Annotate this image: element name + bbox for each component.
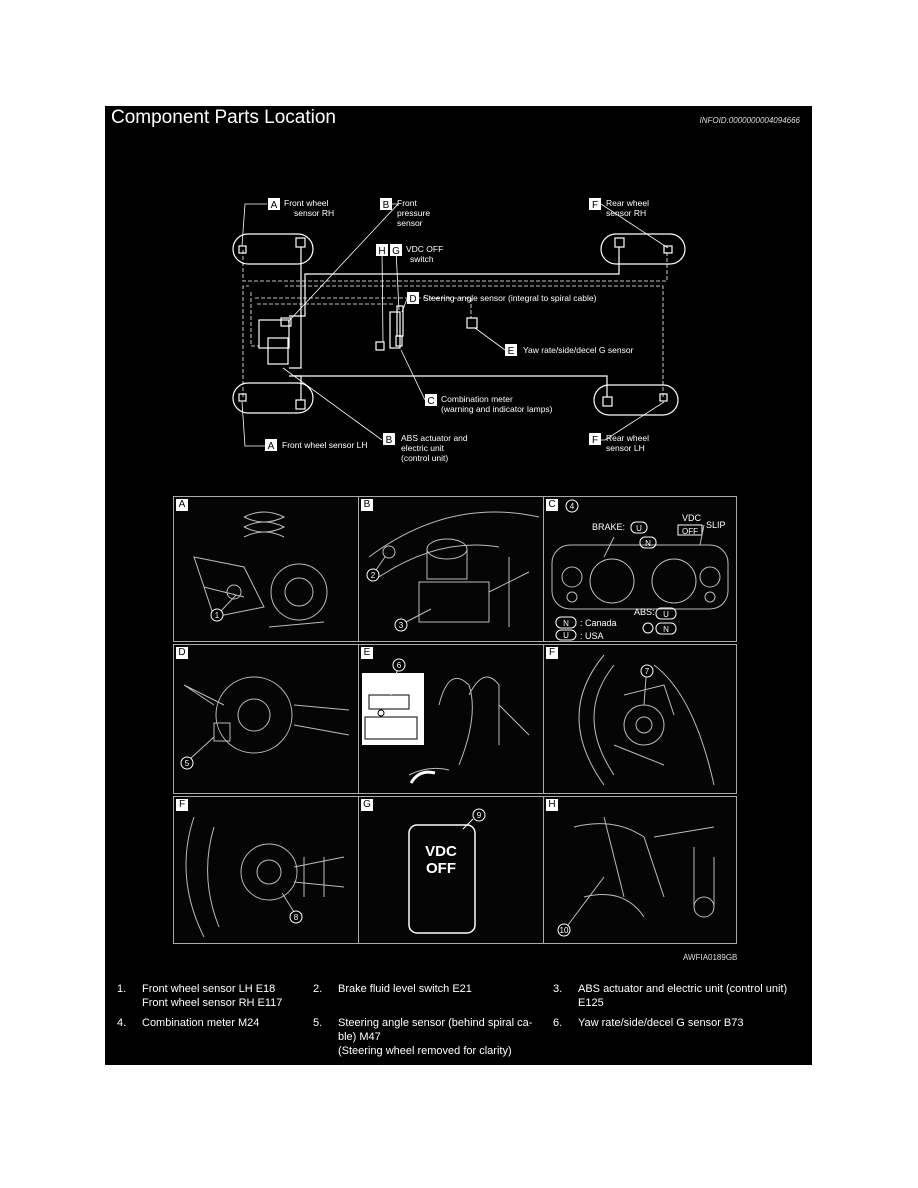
front-left-wheel	[232, 382, 314, 414]
photo-tag: B	[361, 499, 373, 511]
svg-text:7: 7	[645, 667, 650, 676]
abs-unit-outline	[258, 319, 290, 349]
svg-text:N: N	[563, 619, 569, 628]
label-front-wheel-sensor-rh: A Front wheel sensor RH	[268, 198, 334, 218]
svg-text:sensor LH: sensor LH	[606, 443, 645, 453]
svg-text:U: U	[663, 610, 669, 619]
legend-item-4: 4. Combination meter M24	[117, 1017, 260, 1029]
svg-text:6: 6	[397, 661, 402, 670]
svg-text:Front wheel sensor LH: Front wheel sensor LH	[282, 440, 368, 450]
photo-a-front-wheel-sensor: 1 A	[173, 496, 360, 642]
svg-text:VDC: VDC	[682, 513, 702, 523]
svg-text:F: F	[592, 200, 598, 211]
svg-text:Combination meter: Combination meter	[441, 394, 513, 404]
svg-text:Rear wheel: Rear wheel	[606, 433, 649, 443]
photo-tag: H	[546, 799, 558, 811]
svg-text:F: F	[592, 435, 598, 446]
page-title: Component Parts Location	[111, 107, 336, 128]
svg-text:E: E	[508, 346, 515, 357]
svg-text:10: 10	[560, 926, 569, 935]
label-steering-angle-sensor: D Steering angle sensor (integral to spi…	[407, 292, 597, 305]
svg-text:(warning and indicator lamps): (warning and indicator lamps)	[441, 404, 553, 414]
photo-tag: C	[546, 499, 558, 511]
svg-text:3: 3	[399, 621, 404, 630]
svg-text:D: D	[409, 294, 416, 305]
svg-text:H: H	[378, 246, 385, 257]
photo-c-combination-meter: 4 BRAKE: U N VDC OFF SLIP ABS: U N : Can…	[543, 496, 737, 642]
svg-text:SLIP: SLIP	[706, 520, 726, 530]
photo-g-vdc-off-switch: 9 VDC OFF G	[358, 796, 545, 944]
photo-tag: F	[176, 799, 188, 811]
svg-text:sensor RH: sensor RH	[606, 208, 646, 218]
svg-text:C: C	[427, 396, 434, 407]
photo-e-yaw-rate-sensor: 6 E	[358, 644, 545, 794]
label-rear-wheel-sensor-lh: F Rear wheel sensor LH	[589, 433, 649, 453]
rear-right-wheel	[600, 233, 686, 265]
doc-id: INFOID:0000000004094666	[699, 116, 800, 125]
svg-text:OFF: OFF	[682, 527, 698, 536]
svg-text:4: 4	[570, 502, 575, 511]
svg-text:8: 8	[294, 913, 299, 922]
svg-text:A: A	[271, 200, 278, 211]
label-rear-wheel-sensor-rh: F Rear wheel sensor RH	[589, 198, 649, 218]
front-right-wheel	[232, 233, 314, 265]
photo-b-brake-fluid-switch: 2 3 B	[358, 496, 545, 642]
svg-text:U: U	[563, 631, 569, 640]
svg-text:pressure: pressure	[397, 208, 430, 218]
photo-tag: E	[361, 647, 373, 659]
label-h: H	[376, 244, 388, 257]
svg-text:Front: Front	[397, 198, 417, 208]
svg-text:VDC OFF: VDC OFF	[406, 244, 443, 254]
legend-item-1: 1. Front wheel sensor LH E18 Front wheel…	[117, 983, 283, 1009]
legend-item-5: 5. Steering angle sensor (behind spiral …	[313, 1017, 533, 1057]
svg-text:electric unit: electric unit	[401, 443, 445, 453]
svg-text:9: 9	[477, 811, 482, 820]
photo-tag: G	[361, 799, 373, 811]
vdc-off-button-label: VDC OFF	[425, 843, 457, 877]
svg-text:Rear wheel: Rear wheel	[606, 198, 649, 208]
svg-text:switch: switch	[410, 254, 434, 264]
label-combination-meter: C Combination meter (warning and indicat…	[425, 394, 553, 414]
svg-text:B: B	[383, 200, 390, 211]
svg-text:N: N	[645, 539, 651, 548]
photo-f-rear-wheel-sensor-rh: 7 F	[543, 644, 737, 794]
vehicle-layout-diagram: A Front wheel sensor RH B Front pressure…	[232, 198, 686, 463]
svg-text:Steering angle sensor (integra: Steering angle sensor (integral to spira…	[423, 293, 597, 303]
label-front-pressure-sensor: B Front pressure sensor	[380, 198, 430, 228]
photo-h-stop-lamp-switch: 10 H	[543, 796, 737, 944]
figure-code: AWFIA0189GB	[683, 953, 738, 962]
svg-text:sensor: sensor	[397, 218, 423, 228]
label-abs-actuator: B ABS actuator and electric unit (contro…	[383, 433, 468, 463]
svg-text:: Canada: : Canada	[580, 618, 617, 628]
svg-text:(control unit): (control unit)	[401, 453, 448, 463]
svg-text:5: 5	[185, 759, 190, 768]
photo-f-front-wheel-sensor: 8 F	[173, 796, 360, 944]
rear-left-wheel	[593, 384, 679, 416]
svg-text:N: N	[663, 625, 669, 634]
legend-item-2: 2. Brake fluid level switch E21	[313, 983, 472, 995]
svg-text:sensor RH: sensor RH	[294, 208, 334, 218]
svg-text:Yaw rate/side/decel G sensor: Yaw rate/side/decel G sensor	[523, 345, 634, 355]
svg-text:ABS:: ABS:	[634, 607, 655, 617]
svg-text:BRAKE:: BRAKE:	[592, 522, 625, 532]
svg-text:G: G	[392, 246, 400, 257]
photo-tag: F	[546, 647, 558, 659]
svg-text:Front wheel: Front wheel	[284, 198, 329, 208]
label-front-wheel-sensor-lh: A Front wheel sensor LH	[265, 439, 368, 452]
svg-text:B: B	[386, 435, 393, 446]
svg-text:: USA: : USA	[580, 631, 604, 641]
label-yaw-rate-sensor: E Yaw rate/side/decel G sensor	[505, 344, 634, 357]
photo-tag: A	[176, 499, 188, 511]
legend-item-6: 6. Yaw rate/side/decel G sensor B73	[553, 1017, 744, 1029]
legend-item-3: 3. ABS actuator and electric unit (contr…	[553, 983, 788, 1009]
label-vdc-off-switch: G VDC OFF switch	[390, 244, 443, 264]
svg-text:1: 1	[215, 611, 220, 620]
diagram-panel: Component Parts Location INFOID:00000000…	[105, 106, 812, 1065]
svg-text:2: 2	[371, 571, 376, 580]
svg-text:A: A	[268, 441, 275, 452]
photo-tag: D	[176, 647, 188, 659]
photo-d-steering-angle-sensor: 5 D	[173, 644, 360, 794]
svg-text:ABS actuator and: ABS actuator and	[401, 433, 468, 443]
svg-text:U: U	[636, 524, 642, 533]
